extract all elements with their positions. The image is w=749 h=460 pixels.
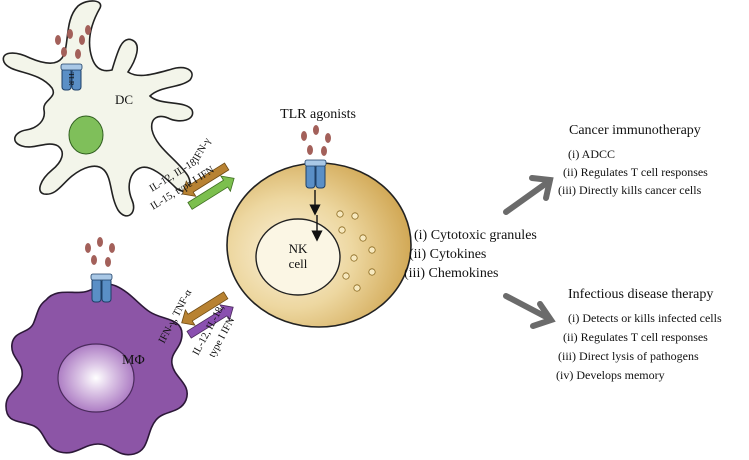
nk-outputs-list: (i) Cytotoxic granules (ii) Cytokines (i…: [404, 228, 537, 281]
cancer-item: (iii) Directly kills cancer cells: [558, 183, 702, 197]
cancer-item: (i) ADCC: [568, 147, 615, 161]
nk-output-item: (iii) Chemokines: [404, 266, 499, 281]
infectious-title: Infectious disease therapy: [568, 287, 713, 302]
cancer-item: (ii) Regulates T cell responses: [563, 165, 708, 179]
cytokine-arrow-green: [187, 175, 235, 210]
nk-label-line2: cell: [289, 256, 308, 271]
arrow-to-cancer-head: [529, 175, 554, 201]
arrow-to-cancer: [503, 179, 551, 215]
cancer-immunotherapy-panel: Cancer immunotherapy (i) ADCC (ii) Regul…: [558, 123, 708, 197]
dendritic-cell: TLR DC: [2, 0, 194, 217]
outcome-arrows: [503, 175, 556, 329]
dc-label: DC: [115, 92, 133, 107]
nk-output-item: (i) Cytotoxic granules: [414, 228, 537, 243]
dc-nucleus: [68, 115, 104, 155]
arrow-to-infectious: [503, 293, 551, 321]
mac-tlr-receptor: [90, 273, 113, 303]
mac-ligands: [85, 237, 115, 267]
cancer-title: Cancer immunotherapy: [569, 123, 701, 138]
infectious-item: (ii) Regulates T cell responses: [563, 330, 708, 344]
dc-body: [2, 0, 194, 217]
nk-tlr-receptor: [304, 159, 327, 189]
macrophage-nucleus: [57, 343, 135, 413]
infectious-item: (i) Detects or kills infected cells: [568, 311, 722, 325]
infectious-item: (iii) Direct lysis of pathogens: [558, 349, 699, 363]
nk-label-line1: NK: [289, 241, 308, 256]
tlr-agonists-label: TLR agonists: [280, 107, 356, 122]
nk-granules: [336, 210, 376, 292]
macrophage: MΦ: [5, 237, 188, 456]
ifn-gamma-arrow-brown: [182, 162, 230, 197]
nk-cell: NK cell TLR agonists: [226, 107, 412, 328]
ifn-tnf-arrow-brown: [181, 291, 229, 326]
dc-tlr-receptor: TLR: [60, 63, 83, 91]
nk-signal-arrows: [309, 190, 323, 242]
nk-output-item: (ii) Cytokines: [409, 247, 486, 262]
macrophage-label: MΦ: [122, 353, 145, 368]
infectious-item: (iv) Develops memory: [556, 368, 665, 382]
infectious-disease-panel: Infectious disease therapy (i) Detects o…: [556, 287, 722, 382]
arrow-to-infectious-head: [530, 301, 556, 329]
cytokine-arrow-purple: [186, 304, 234, 339]
nk-ligands: [301, 125, 331, 156]
svg-text:TLR: TLR: [67, 72, 75, 86]
dc-ligands: [55, 25, 91, 59]
